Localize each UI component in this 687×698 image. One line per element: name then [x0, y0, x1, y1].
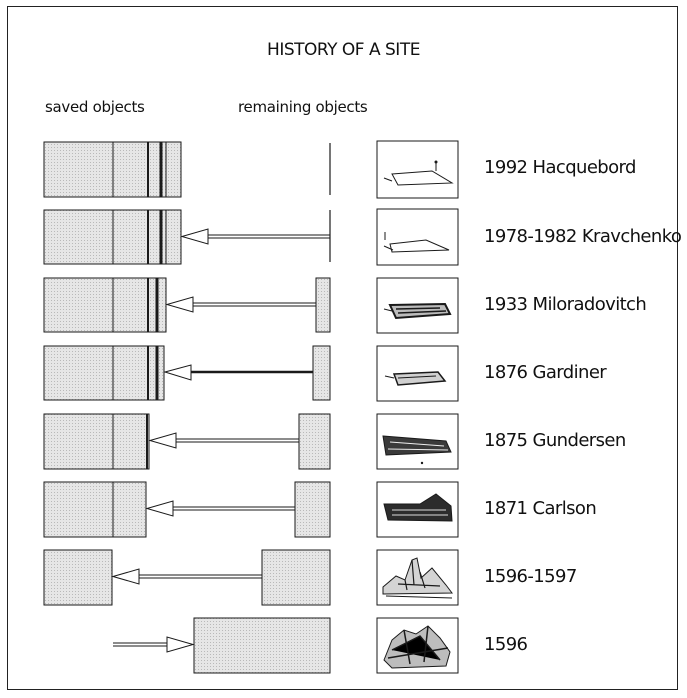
row-label-1596: 1596 — [484, 634, 528, 655]
row-label-1933: 1933 Miloradovitch — [484, 294, 647, 315]
saved-objects-box — [43, 481, 147, 538]
remaining-objects-box — [193, 617, 331, 674]
remaining-objects-header: remaining objects — [238, 98, 368, 116]
thumbnail-1875 — [376, 413, 459, 470]
row-label-1596-1597: 1596-1597 — [484, 566, 577, 587]
transfer-arrowhead — [148, 432, 177, 449]
row-1871 — [43, 481, 331, 538]
transfer-arrowhead — [111, 568, 140, 585]
row-label-1871: 1871 Carlson — [484, 498, 597, 519]
remaining-objects-box — [261, 549, 331, 606]
row-1596 — [113, 617, 331, 674]
transfer-arrowhead — [163, 364, 192, 381]
thumbnail-1596-1597 — [376, 549, 459, 606]
transfer-arrowhead — [165, 296, 194, 313]
row-label-1992: 1992 Hacquebord — [484, 157, 636, 178]
thumbnail-1596 — [376, 617, 459, 674]
row-label-1876: 1876 Gardiner — [484, 362, 607, 383]
remaining-objects-box — [298, 413, 331, 470]
row-1978-1982 — [43, 209, 331, 265]
row-1596-1597 — [43, 549, 331, 606]
row-1876 — [43, 345, 331, 401]
incoming-arrowhead — [166, 636, 195, 653]
transfer-arrowhead — [145, 500, 174, 517]
saved-objects-box — [43, 413, 150, 470]
remaining-objects-box — [294, 481, 331, 538]
saved-objects-box — [43, 549, 113, 606]
remaining-objects-box — [312, 345, 331, 401]
thumbnail-1992 — [376, 140, 459, 199]
saved-objects-box — [43, 277, 167, 333]
row-label-1875: 1875 Gundersen — [484, 430, 626, 451]
thumbnail-1871 — [376, 481, 459, 538]
row-1875 — [43, 413, 331, 470]
transfer-arrowhead — [180, 228, 209, 245]
row-label-1978-1982: 1978-1982 Kravchenko — [484, 226, 682, 247]
saved-objects-header: saved objects — [45, 98, 145, 116]
thumbnail-1978-1982 — [376, 208, 459, 266]
diagram-title: HISTORY OF A SITE — [267, 40, 420, 60]
row-1933 — [43, 277, 331, 333]
thumbnail-1876 — [376, 345, 459, 402]
saved-objects-box — [43, 345, 165, 401]
row-1992 — [43, 141, 331, 198]
thumbnail-1933 — [376, 277, 459, 334]
figure-frame — [7, 6, 678, 690]
remaining-objects-box — [315, 277, 331, 333]
